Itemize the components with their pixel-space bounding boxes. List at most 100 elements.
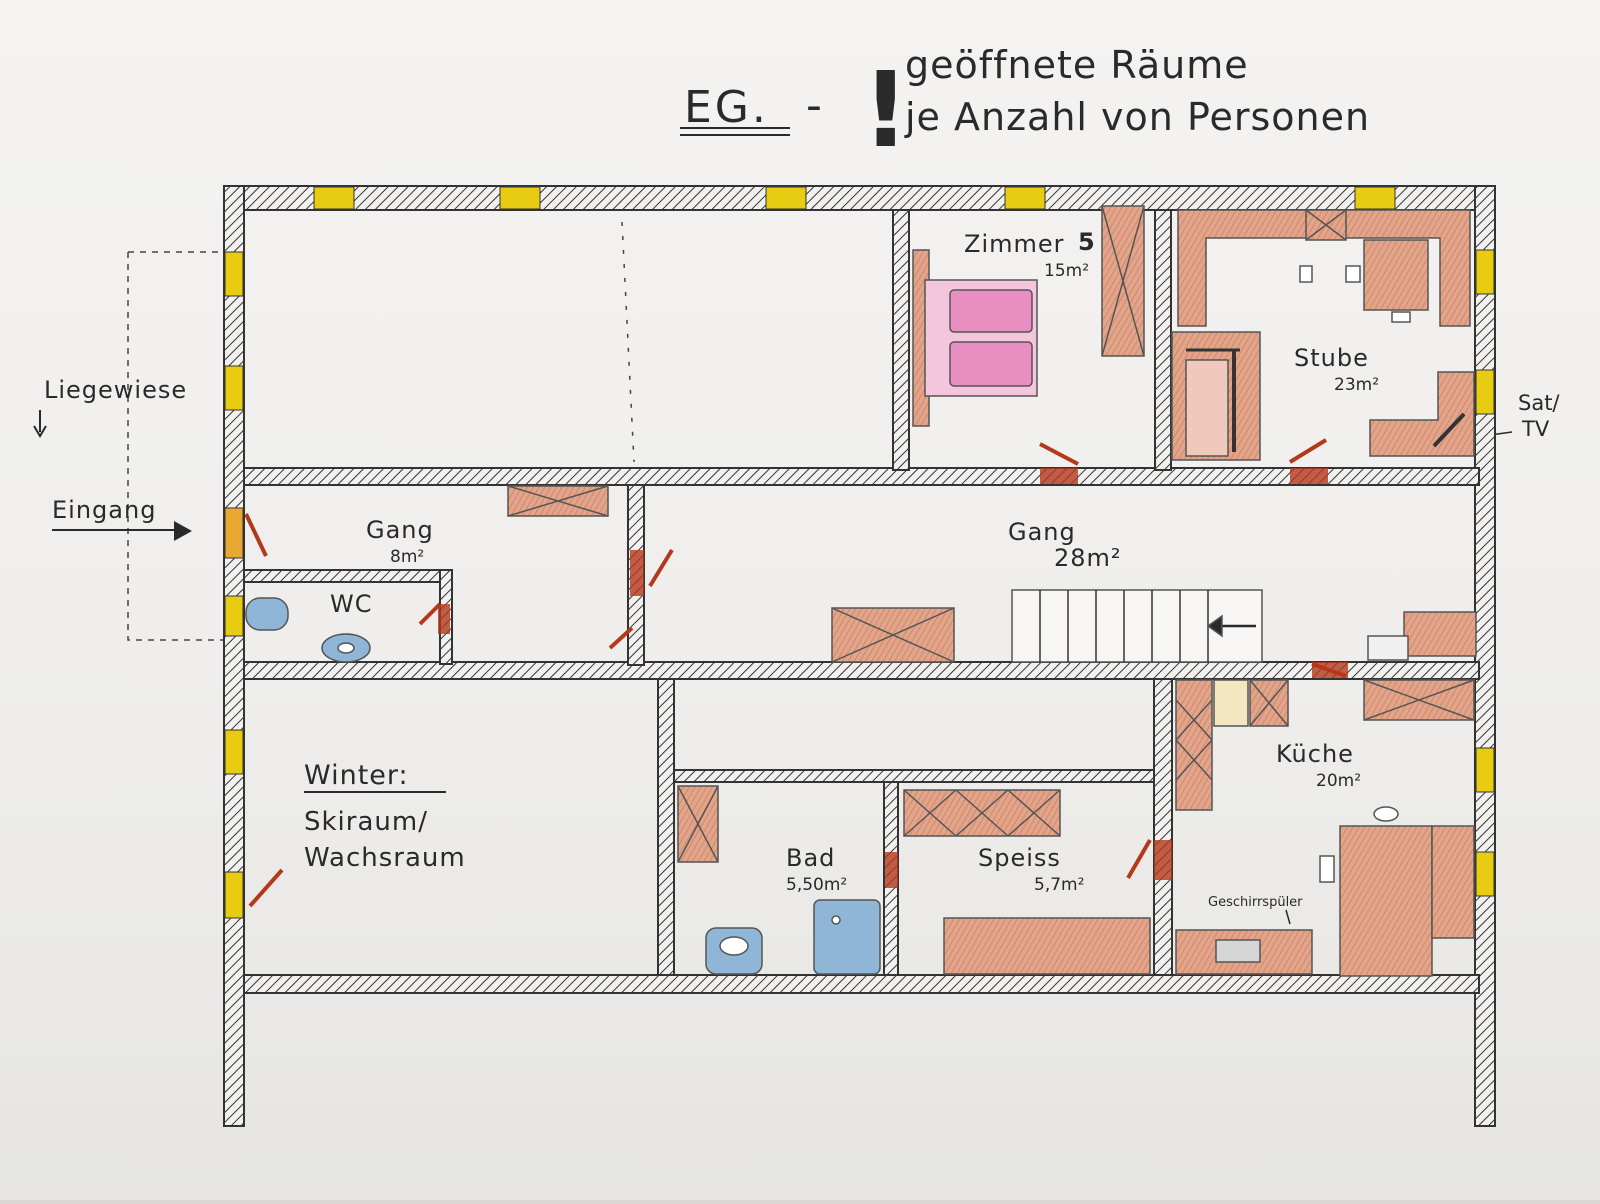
shelf <box>1367 635 1409 661</box>
door-wc <box>418 602 442 626</box>
eingang-label: Eingang <box>52 496 156 524</box>
gang-big-area: 28m² <box>1054 544 1122 572</box>
speiss-area: 5,7m² <box>1034 875 1084 895</box>
toilet <box>245 597 289 631</box>
exclamation-mark: ! <box>862 49 909 171</box>
stove-bench <box>1185 359 1229 457</box>
chair <box>1345 265 1361 283</box>
shower-drain <box>831 915 841 925</box>
title-line-2: je Anzahl von Personen <box>904 95 1370 139</box>
door-gang-divider <box>648 548 674 588</box>
window <box>224 595 244 637</box>
gang-big-label: Gang <box>1008 518 1076 546</box>
wall-row-3 <box>243 974 1480 994</box>
window <box>224 729 244 775</box>
door-frame <box>885 852 898 888</box>
tv-cabinet <box>1369 371 1475 457</box>
winter-line-1: Skiraum/ <box>304 807 428 837</box>
zimmer-area: 15m² <box>1044 261 1089 281</box>
room-labels: Zimmer 5 15m² Stube 23m² Gang 8m² WC Gan… <box>304 228 1379 925</box>
floor-title: EG. <box>684 82 769 133</box>
bath-sink-bowl <box>719 936 749 956</box>
door-speiss <box>1126 838 1152 880</box>
cabinet-cross <box>1305 209 1347 241</box>
gang-small-area: 8m² <box>390 547 424 567</box>
window <box>1475 851 1495 897</box>
wall-north <box>223 185 1495 211</box>
furniture <box>245 205 1477 977</box>
window <box>765 186 807 210</box>
winter-line-2: Wachsraum <box>304 843 466 873</box>
chair <box>1319 855 1335 883</box>
liegewiese-arrow-head <box>33 425 47 438</box>
door-gang-small <box>608 626 634 650</box>
chair <box>1299 265 1313 283</box>
door-frame <box>630 550 644 596</box>
dishwasher <box>1215 939 1261 963</box>
winter-heading: Winter: <box>304 760 409 791</box>
pantry-freezer <box>943 917 1151 975</box>
stair-arrow-head <box>1206 614 1223 638</box>
terrace-outline <box>127 251 232 641</box>
windows <box>224 186 1495 919</box>
cabinet-cross <box>831 607 955 663</box>
window <box>1475 369 1495 415</box>
title-dash: - <box>806 80 825 131</box>
door-frame <box>438 604 450 634</box>
stair-steps <box>1039 590 1209 662</box>
stove-top <box>1213 679 1249 727</box>
bed-mattress <box>949 341 1033 387</box>
window <box>1475 249 1495 295</box>
window <box>1004 186 1046 210</box>
geschirr-label: Geschirrspüler <box>1208 895 1303 910</box>
door-frame <box>1040 468 1078 484</box>
kitchen-bench <box>1431 825 1475 939</box>
wall-kueche-west <box>1153 678 1173 976</box>
wc-label: WC <box>330 590 373 618</box>
wall-row-2 <box>243 661 1480 680</box>
door-frame <box>1154 840 1172 880</box>
window <box>224 365 244 411</box>
door-frames <box>438 468 1348 888</box>
kueche-area: 20m² <box>1316 771 1361 791</box>
door-frame <box>1312 662 1348 678</box>
chair <box>1373 806 1399 822</box>
door-frame <box>1290 468 1328 484</box>
dining-table <box>1363 239 1429 311</box>
window <box>499 186 541 210</box>
kitchen-cabinet <box>1175 679 1213 811</box>
tv-screen <box>1432 412 1466 448</box>
window <box>224 251 244 297</box>
window <box>1354 186 1396 210</box>
stube-area: 23m² <box>1334 375 1379 395</box>
title-line-1: geöffnete Räume <box>905 43 1249 87</box>
bath-cabinet-cross <box>677 785 719 863</box>
kitchen-cabinet-cross <box>1249 679 1289 727</box>
bad-area: 5,50m² <box>786 875 847 895</box>
bad-label: Bad <box>786 844 835 872</box>
room-divider-dashed <box>621 221 635 463</box>
wall-wc-north <box>243 569 451 583</box>
stube-label: Stube <box>1294 344 1369 372</box>
door-stube <box>1288 438 1328 464</box>
chair <box>1391 311 1411 323</box>
washbasin-drain <box>337 642 355 654</box>
sat-label: Sat/ <box>1518 391 1560 415</box>
wall-bad-north <box>673 769 1155 783</box>
liegewiese-label: Liegewiese <box>44 376 187 404</box>
gang-small-label: Gang <box>366 516 434 544</box>
wardrobe-cross <box>1101 205 1145 357</box>
wall-zimmer-west <box>892 209 910 471</box>
kitchen-cabinet-cross <box>1175 699 1213 781</box>
speiss-label: Speiss <box>978 844 1061 872</box>
wall-row-1 <box>243 467 1480 486</box>
window <box>224 871 244 919</box>
pantry-shelf-cross <box>903 789 1061 837</box>
cabinet <box>1403 611 1477 657</box>
kitchen-table <box>1339 825 1433 977</box>
zimmer-number: 5 <box>1078 228 1096 256</box>
shoe-cabinet-cross <box>507 485 609 517</box>
eingang-arrow-head <box>174 521 192 541</box>
